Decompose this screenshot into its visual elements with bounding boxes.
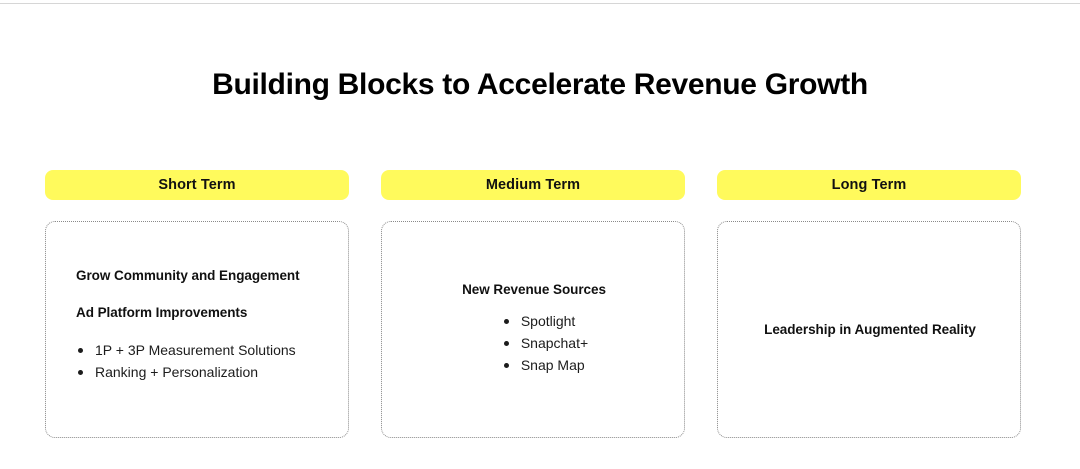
term-card-short-term: Grow Community and Engagement Ad Platfor… <box>45 221 349 438</box>
column-long-term: Long Term Leadership in Augmented Realit… <box>717 170 1021 438</box>
card-heading: Grow Community and Engagement <box>76 268 300 283</box>
list-item: 1P + 3P Measurement Solutions <box>76 340 320 361</box>
term-pill-label: Medium Term <box>485 177 581 193</box>
card-body: Grow Community and Engagement Ad Platfor… <box>76 266 320 384</box>
term-pill-long-term[interactable]: Long Term <box>717 170 1021 200</box>
card-body: New Revenue Sources Spotlight Snapchat+ … <box>412 280 656 377</box>
list-item: Spotlight <box>502 311 588 332</box>
top-divider <box>0 3 1080 4</box>
column-short-term: Short Term Grow Community and Engagement… <box>45 170 349 438</box>
column-medium-term: Medium Term New Revenue Sources Spotligh… <box>381 170 685 438</box>
list-item: Snap Map <box>502 355 588 376</box>
building-blocks-columns: Short Term Grow Community and Engagement… <box>45 170 1021 438</box>
term-pill-short-term[interactable]: Short Term <box>45 170 349 200</box>
list-item: Snapchat+ <box>502 333 588 354</box>
card-body: Leadership in Augmented Reality <box>748 320 992 339</box>
bullet-list: Spotlight Snapchat+ Snap Map <box>502 311 588 377</box>
bullet-list: 1P + 3P Measurement Solutions Ranking + … <box>76 340 320 383</box>
list-item: Ranking + Personalization <box>76 362 320 383</box>
term-card-long-term: Leadership in Augmented Reality <box>717 221 1021 438</box>
card-heading: Leadership in Augmented Reality <box>764 322 976 337</box>
term-pill-label: Long Term <box>831 177 907 193</box>
term-pill-medium-term[interactable]: Medium Term <box>381 170 685 200</box>
card-heading: New Revenue Sources <box>462 282 606 297</box>
term-card-medium-term: New Revenue Sources Spotlight Snapchat+ … <box>381 221 685 438</box>
page-title: Building Blocks to Accelerate Revenue Gr… <box>212 68 868 102</box>
term-pill-label: Short Term <box>158 177 236 193</box>
card-heading: Ad Platform Improvements <box>76 305 248 320</box>
